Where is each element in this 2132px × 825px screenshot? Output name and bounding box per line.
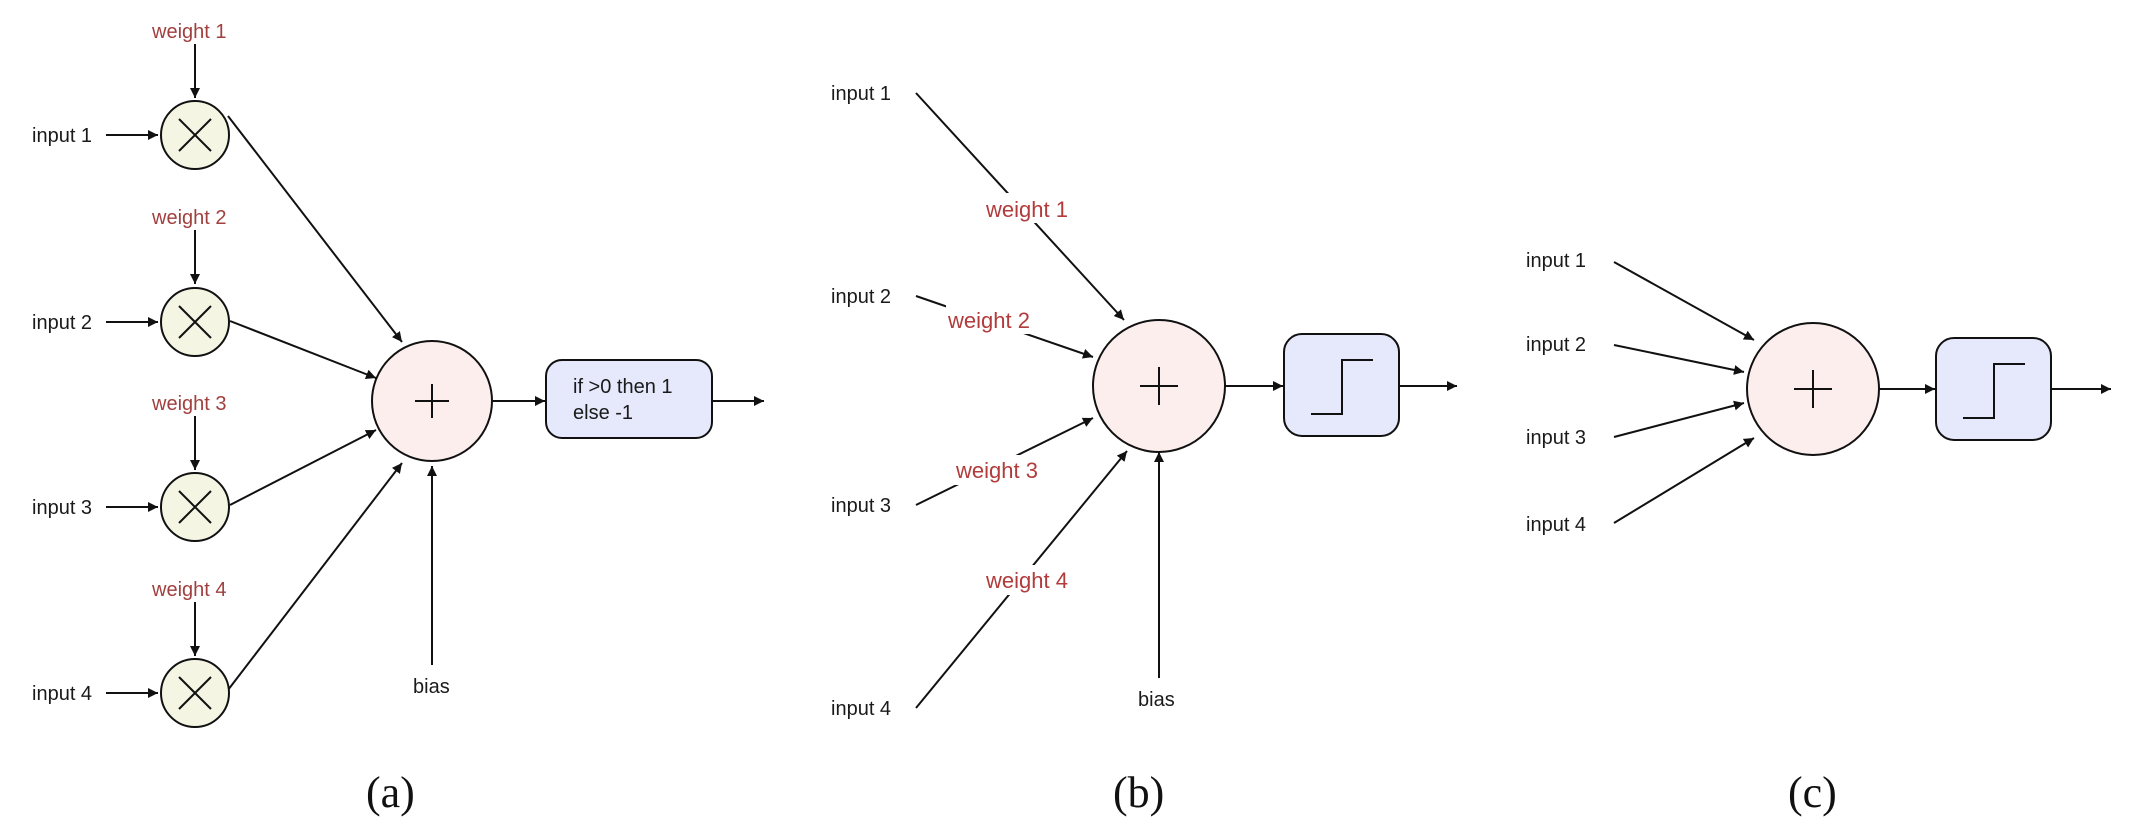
sum-node-a: [371, 340, 493, 462]
input-label: input 4: [32, 683, 92, 705]
activation-box-b: [1283, 333, 1400, 437]
input-label: input 2: [32, 312, 92, 334]
input-label: input 2: [831, 286, 891, 308]
input-label: input 4: [831, 698, 891, 720]
weight-label: weight 1: [151, 21, 227, 43]
plus-icon: [415, 384, 449, 418]
panel-a: if >0 then 1 else -1 weight 1 weight 2 w…: [32, 21, 764, 817]
sum-node-c: [1746, 322, 1880, 456]
plus-icon: [1140, 367, 1178, 405]
step-function-icon: [1311, 359, 1373, 415]
weight-label: weight 3: [151, 393, 227, 415]
input-label: input 1: [831, 83, 891, 105]
input-label: input 3: [831, 495, 891, 517]
weight-label: weight 3: [955, 458, 1038, 483]
activation-box-a: if >0 then 1 else -1: [545, 359, 713, 439]
input-label: input 2: [1526, 334, 1586, 356]
input-label: input 3: [1526, 427, 1586, 449]
multiply-icon: [178, 118, 212, 152]
activation-text-line1: if >0 then 1: [573, 376, 673, 398]
multiply-node: [160, 100, 230, 170]
activation-box-c: [1935, 337, 2052, 441]
multiply-icon: [178, 676, 212, 710]
weight-label: weight 1: [985, 197, 1068, 222]
weight-label: weight 2: [151, 207, 227, 229]
product-arrows-a: [227, 115, 403, 691]
multiply-icon: [178, 305, 212, 339]
input-label: input 1: [1526, 250, 1586, 272]
caption-b: (b): [1113, 768, 1164, 817]
caption-c: (c): [1788, 768, 1837, 817]
weight-label: weight 4: [151, 579, 227, 601]
activation-text-line2: else -1: [573, 402, 633, 424]
panel-c: input 1 input 2 input 3 input 4 (c): [1526, 250, 2111, 817]
input-label: input 4: [1526, 514, 1586, 536]
caption-a: (a): [366, 768, 415, 817]
multiply-node: [160, 658, 230, 728]
multiply-icon: [178, 490, 212, 524]
step-function-icon: [1963, 363, 2025, 419]
sum-node-b: [1092, 319, 1226, 453]
weight-labels-b: weight 1 weight 2 weight 3 weight 4: [946, 193, 1076, 595]
weight-label: weight 2: [947, 308, 1030, 333]
input-arrows-a: [106, 130, 158, 698]
input-label: input 1: [32, 125, 92, 147]
multiply-node: [160, 472, 230, 542]
input-label: input 3: [32, 497, 92, 519]
input-arrows-c: [1613, 261, 1755, 524]
multiply-node: [160, 287, 230, 357]
panel-b: weight 1 weight 2 weight 3 weight 4 inpu…: [831, 83, 1457, 817]
weight-label: weight 4: [985, 568, 1068, 593]
bias-label: bias: [413, 676, 450, 698]
bias-label: bias: [1138, 689, 1175, 711]
plus-icon: [1794, 370, 1832, 408]
